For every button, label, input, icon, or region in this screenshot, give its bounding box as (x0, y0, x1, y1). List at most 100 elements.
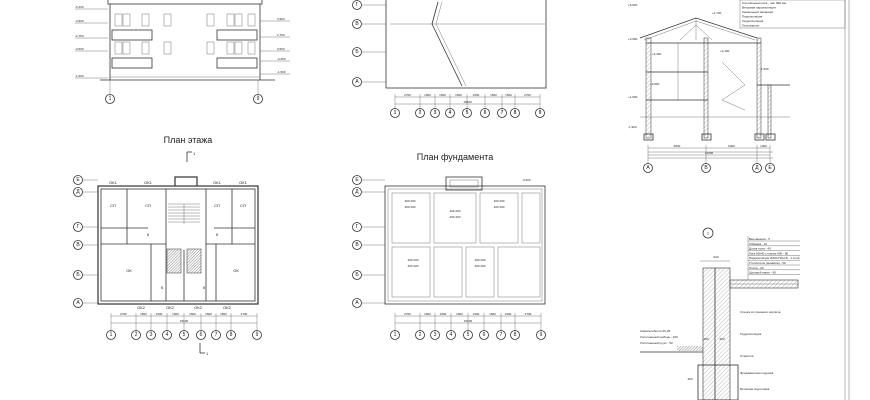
dimension-total: 12900 (705, 151, 714, 155)
axis-marker (463, 330, 473, 340)
level-mark-right: 2,750 (277, 33, 285, 37)
axis-marker (765, 163, 775, 173)
detail-number: 1 (707, 231, 710, 236)
dimension-value: 1500 (456, 312, 463, 316)
detail-dim: 250 (703, 337, 708, 341)
section-level: +3,100 (720, 49, 730, 53)
axis-marker (352, 187, 362, 197)
window (247, 13, 256, 27)
section-level: +0,900 (650, 82, 660, 86)
window-mark-top: ОК1 (239, 180, 247, 185)
section-level: -1,900 (628, 125, 637, 129)
axis-label: Е (768, 165, 772, 171)
window-mark-top: ОК1 (213, 180, 221, 185)
axis-label: 1 (394, 332, 397, 338)
window-mark-top: ОК1 (109, 180, 117, 185)
detail-note: Уплотненный грунт - 50 (640, 341, 673, 345)
axis-label: 5 (183, 332, 186, 338)
layer-note: Плита - 20 (749, 266, 764, 270)
dimension-value: 1500 (439, 93, 446, 97)
axis-marker (752, 163, 762, 173)
window (234, 13, 243, 27)
layer-note: Утеплитель (минвата) - 50 (749, 261, 786, 265)
dimension-value: 6400 (728, 144, 735, 148)
axis-label: 1 (110, 332, 113, 338)
window (114, 13, 123, 27)
detail-note: Уплотненный щебень - 100 (640, 335, 678, 339)
detail-note: Стенка из глиняного кирпича (740, 310, 781, 314)
axis-label: Д (755, 165, 759, 171)
axis-label: 9 (540, 332, 543, 338)
axis-marker (352, 47, 362, 57)
window (141, 13, 150, 27)
window-mark-bottom: ОК2 (194, 305, 202, 310)
axis-label: 9 (539, 110, 542, 116)
dimension-value: 1500 (424, 312, 431, 316)
section-note: Гипсокартон (742, 24, 760, 28)
layer-note: Доска пола - 40 (749, 247, 771, 251)
detail-dim: 400 (687, 377, 692, 381)
foundation-plan-title: План фундамента (417, 152, 493, 162)
axis-label: 1 (109, 96, 112, 102)
dimension-value: 1500 (505, 312, 512, 316)
axis-marker (643, 163, 653, 173)
dimension-value: 1500 (189, 312, 196, 316)
window-mark-bottom: ОК2 (137, 305, 145, 310)
dimension-value: 2700 (241, 312, 248, 316)
dimension-value: 6000 (674, 144, 681, 148)
room-label: К (203, 285, 206, 290)
notes-box (739, 0, 846, 29)
axis-label: В (355, 21, 359, 27)
dimension-value: 1500 (156, 312, 163, 316)
dimension-value: 1500 (440, 312, 447, 316)
axis-label: 2 (135, 332, 138, 338)
room-label: ОК (233, 268, 239, 273)
section-level: +1,900 (628, 95, 638, 99)
axis-label: А (646, 165, 650, 171)
axis-marker (352, 19, 362, 29)
axis-marker (162, 330, 172, 340)
section-level: +6,520 (628, 3, 638, 7)
dimension-value: 1500 (455, 93, 462, 97)
footing-label: 200 200 (450, 209, 461, 213)
axis-marker (352, 77, 362, 87)
dimension-value: 1500 (505, 93, 512, 97)
room-label: СП (145, 203, 151, 208)
room-label: ОК (126, 268, 132, 273)
axis-label: 6 (484, 110, 487, 116)
axis-label: 5 (467, 332, 470, 338)
axis-marker (390, 330, 400, 340)
axis-marker (701, 163, 711, 173)
axis-label: Г (356, 2, 359, 8)
dimension-value: 1500 (473, 93, 480, 97)
detail-dim: 250 (719, 337, 724, 341)
footing-label: 200 200 (494, 199, 505, 203)
axis-label: Б (355, 272, 359, 278)
window (226, 41, 235, 55)
level-mark-right: -0,250 (277, 57, 286, 61)
axis-label: 7 (215, 332, 218, 338)
axis-label: А (76, 300, 80, 306)
window (122, 41, 131, 55)
section-note: Ветровая пароизоляция (742, 6, 776, 10)
window (163, 41, 172, 55)
section-note: Пароизоляция (742, 15, 763, 19)
dimension-total: 15600 (463, 100, 472, 104)
axis-marker (73, 298, 83, 308)
axis-label: 1 (394, 110, 397, 116)
axis-marker (131, 330, 141, 340)
level-mark-left: -3,900 (75, 19, 84, 23)
window (206, 13, 215, 27)
dimension-value: 1500 (489, 312, 496, 316)
dimension-value: 1500 (205, 312, 212, 316)
axis-label: Д (76, 189, 80, 195)
level-mark-left: -1,500 (75, 74, 84, 78)
axis-marker (352, 240, 362, 250)
axis-label: 7 (501, 110, 504, 116)
dimension-value: 2700 (120, 312, 127, 316)
axis-label: Е (355, 177, 359, 183)
axis-label: А (355, 300, 359, 306)
dimension-value: 1300 (760, 144, 767, 148)
